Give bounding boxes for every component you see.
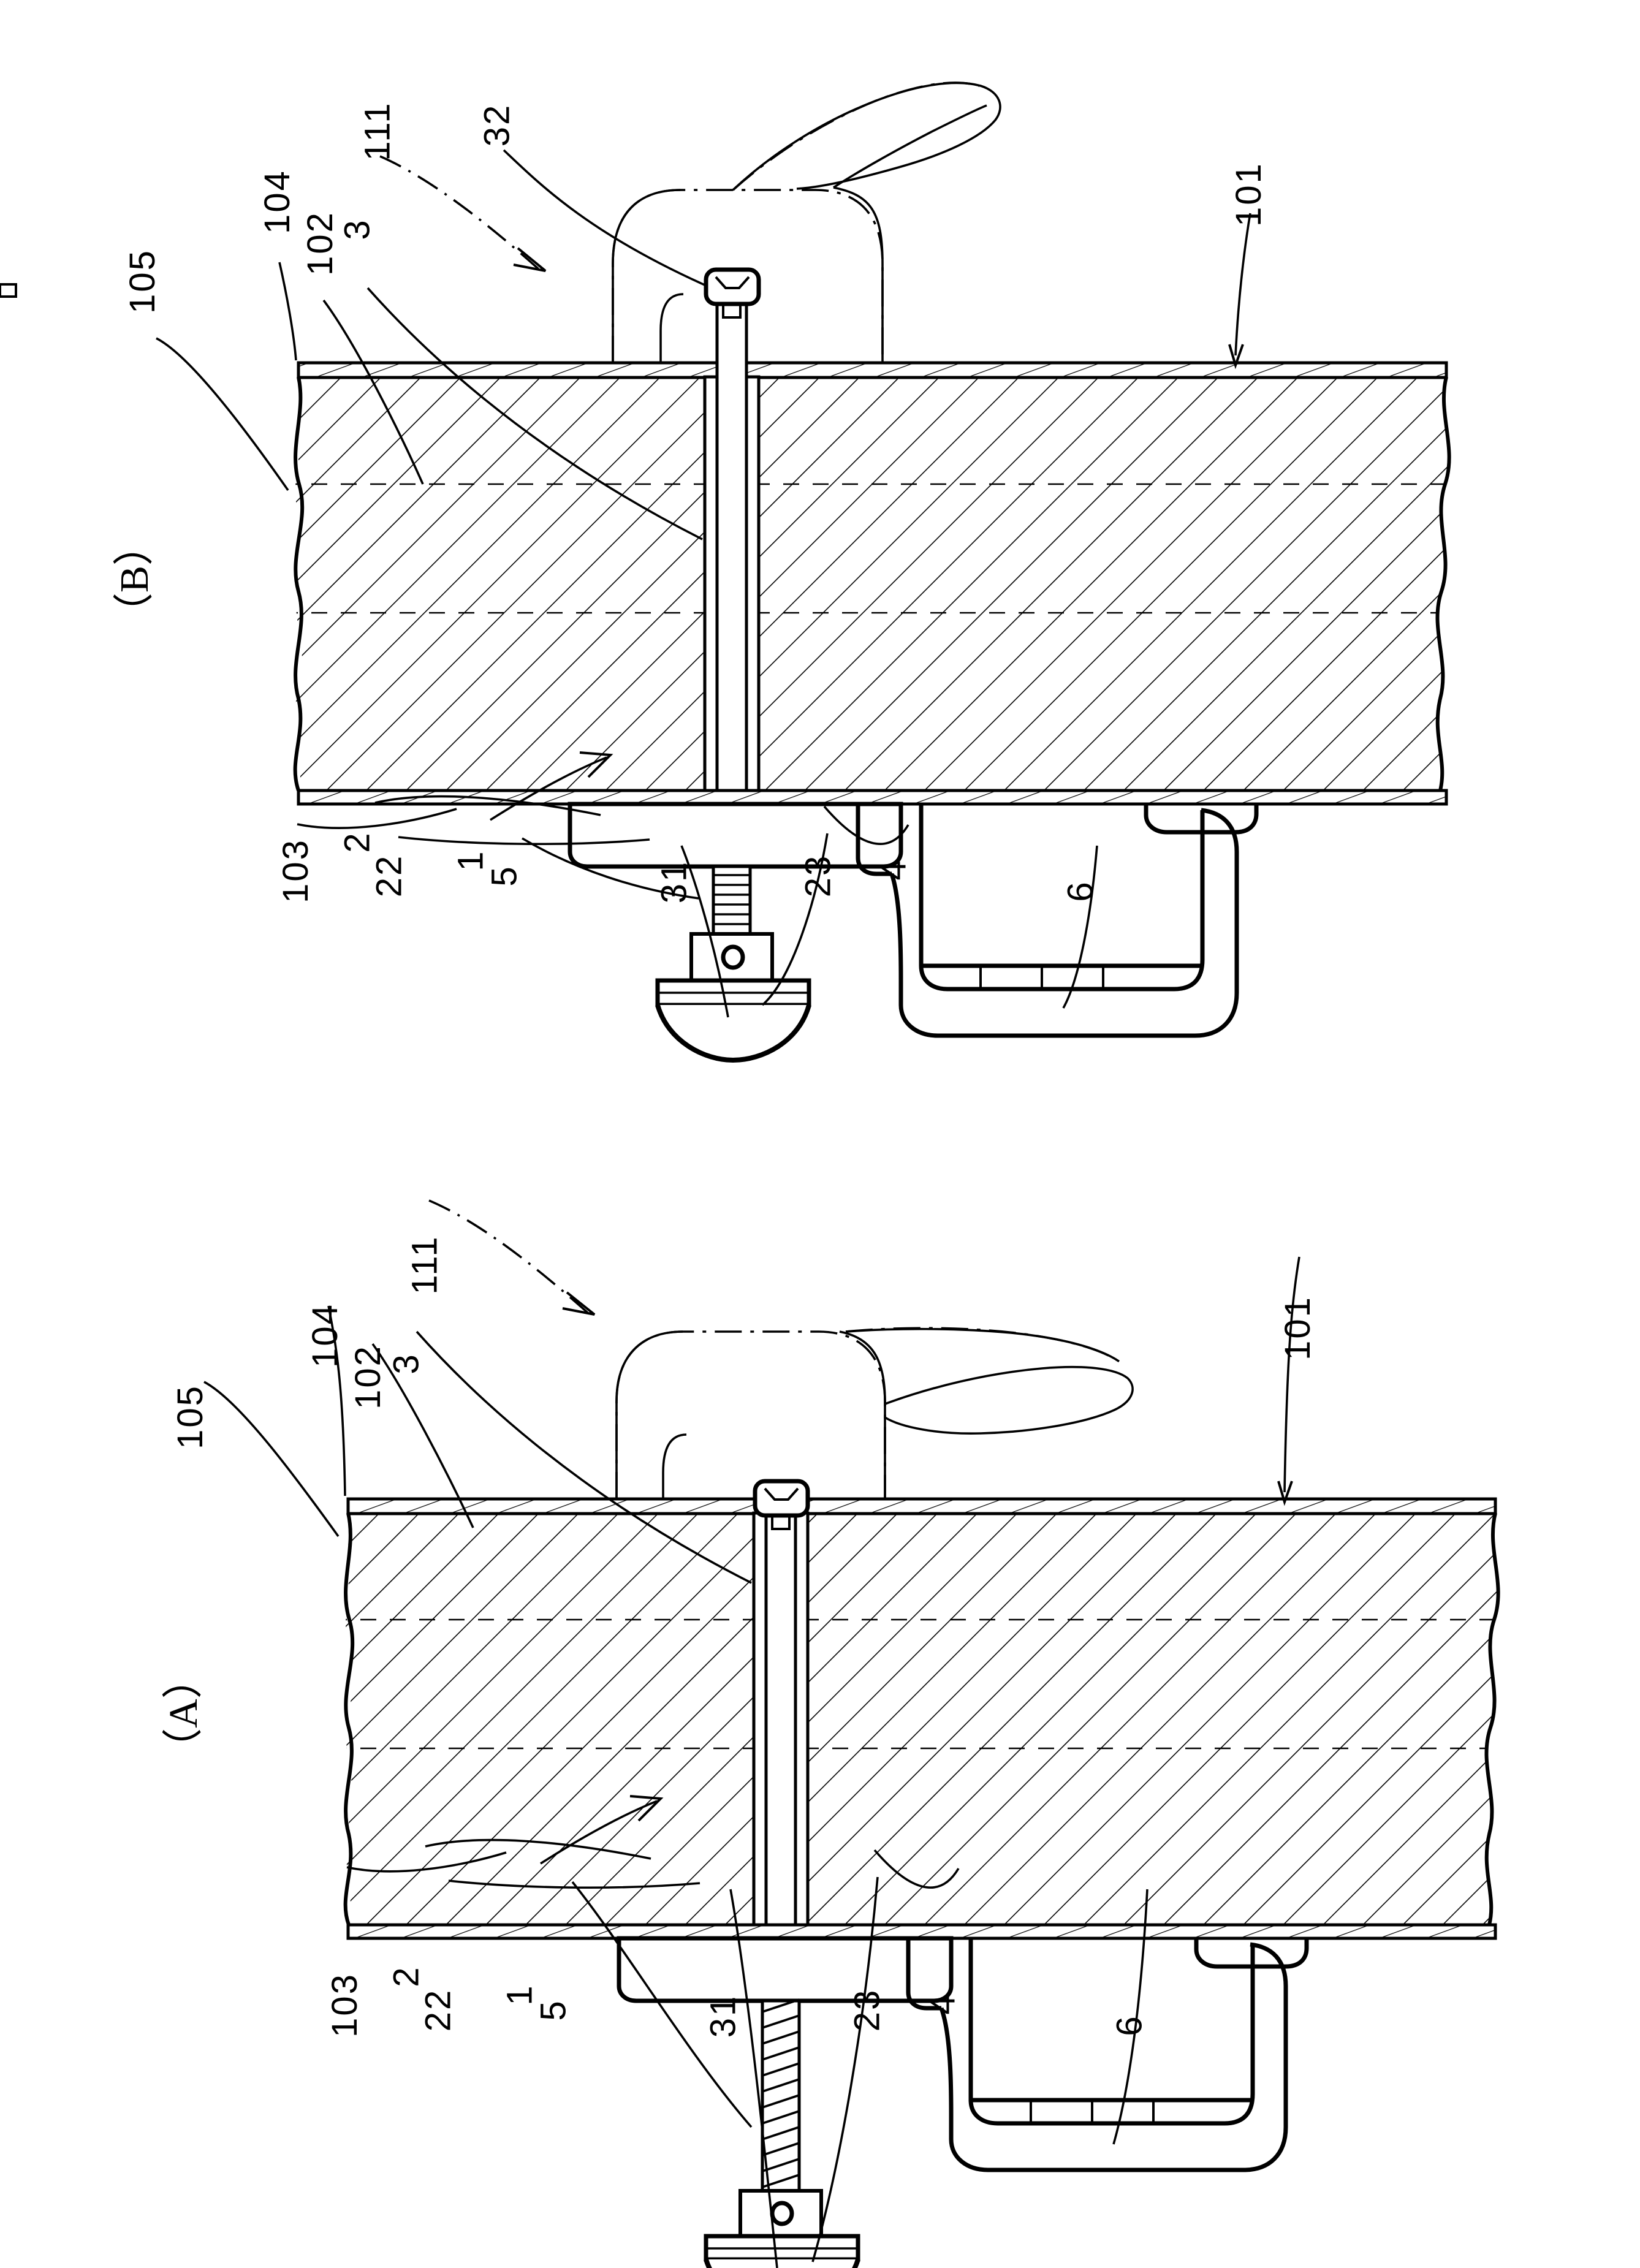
exposed-thread — [761, 1998, 801, 2193]
label-111: 111 — [357, 101, 398, 161]
figure-a-drawing — [203, 1199, 1500, 2268]
label-101: 101 — [1277, 1295, 1318, 1360]
label-105: 105 — [122, 249, 162, 314]
label-102: 102 — [300, 211, 340, 276]
label-31: 31 — [703, 1994, 743, 2038]
base-plate — [568, 802, 903, 869]
label-111: 111 — [404, 1235, 445, 1295]
operating-lever-outline — [615, 1327, 1134, 1499]
panel-core-left — [343, 1512, 754, 1925]
label-22: 22 — [369, 854, 409, 898]
leader-lines — [156, 149, 1251, 1018]
threaded-shaft-upper — [764, 1488, 797, 1927]
label-23: 23 — [847, 1988, 887, 2032]
label-101: 101 — [1228, 162, 1269, 227]
handle-bracket[interactable] — [906, 1938, 1309, 2172]
nut-body — [689, 932, 774, 982]
label-104: 104 — [305, 1303, 345, 1368]
figure-b-drawing — [0, 82, 1451, 1063]
label-2: 2 — [337, 831, 378, 853]
figure-b: （B） 105 104 102 3 111 32 101 103 2 22 1 … — [0, 82, 1451, 1063]
figure-a: （A） — [0, 1134, 1640, 2268]
label-6: 6 — [1060, 880, 1101, 902]
figure-b-tag: （B） — [112, 525, 158, 634]
label-22: 22 — [418, 1988, 458, 2032]
label-2: 2 — [386, 1965, 427, 1987]
label-3: 3 — [386, 1352, 427, 1375]
nut-body — [738, 2189, 823, 2238]
label-103: 103 — [324, 1973, 365, 2038]
exposed-thread — [712, 865, 752, 936]
panel-core-right — [808, 1512, 1500, 1925]
cap-disc — [655, 978, 811, 1063]
label-5: 5 — [533, 1999, 574, 2021]
label-104: 104 — [257, 169, 297, 234]
operating-lever-outline — [612, 82, 1001, 363]
label-1: 1 — [499, 1984, 540, 2006]
label-31: 31 — [654, 860, 694, 904]
panel-core-right — [759, 376, 1451, 791]
operating-lever-phantom-arm — [845, 1327, 1122, 1363]
label-32: 32 — [477, 103, 517, 147]
cap-disc — [704, 2234, 860, 2268]
label-4: 4 — [922, 1993, 963, 2015]
handle-bracket[interactable] — [856, 804, 1259, 1038]
label-102: 102 — [347, 1344, 388, 1409]
panel-upper-skin — [346, 1497, 1497, 1515]
label-103: 103 — [275, 838, 316, 903]
bolt-head[interactable] — [0, 267, 761, 319]
label-3: 3 — [337, 218, 378, 240]
figure-a-tag: （A） — [161, 1658, 206, 1769]
label-1: 1 — [450, 849, 491, 871]
label-23: 23 — [798, 854, 838, 898]
bolt-head[interactable] — [753, 1479, 810, 1530]
leader-lines — [203, 1199, 1300, 2268]
label-5: 5 — [484, 865, 525, 887]
operating-lever-phantom — [615, 1330, 886, 1499]
label-105: 105 — [170, 1384, 210, 1449]
panel-upper-skin — [297, 361, 1448, 379]
operating-lever-phantom-arm — [732, 82, 980, 191]
threaded-shaft-upper — [715, 277, 748, 792]
label-6: 6 — [1109, 2014, 1150, 2036]
base-plate — [617, 1936, 954, 2003]
label-4: 4 — [873, 859, 914, 881]
panel-core-left — [293, 376, 705, 791]
